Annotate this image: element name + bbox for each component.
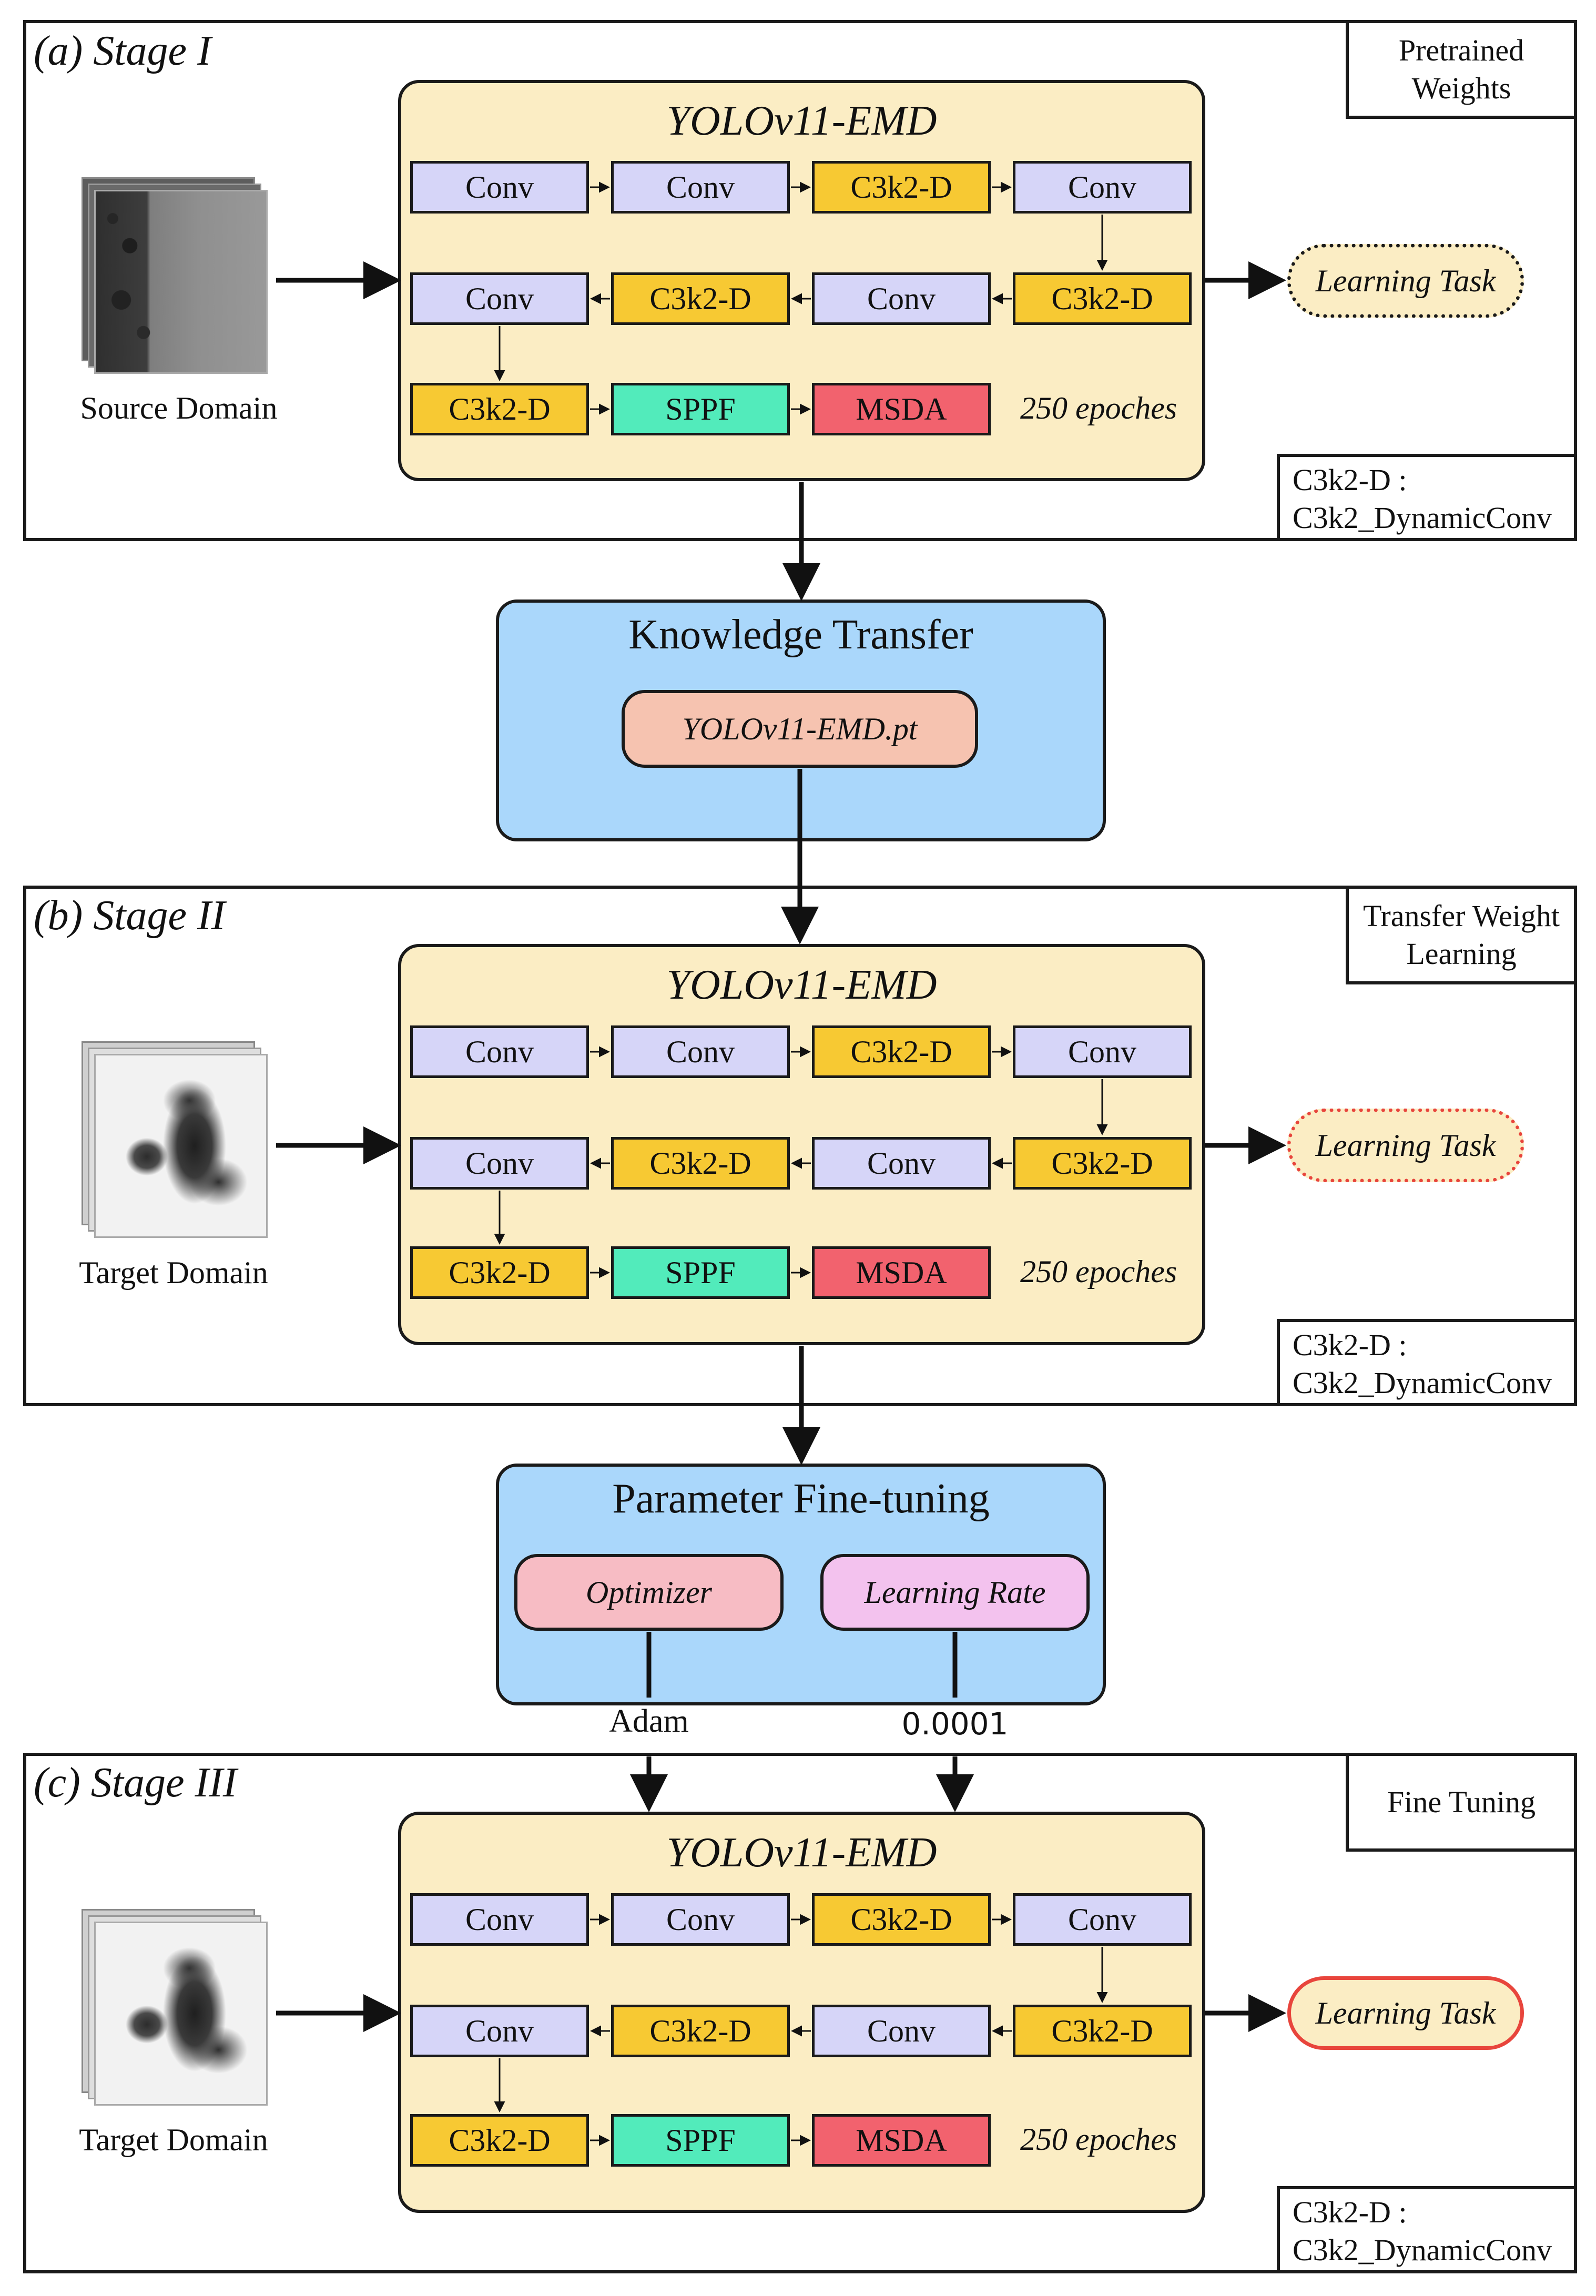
- stage-1-row1-block-1: Conv: [410, 161, 589, 214]
- stage-3-row2-block-1: Conv: [410, 2005, 589, 2057]
- stage-2-legend: C3k2-D : C3k2_DynamicConv: [1277, 1319, 1577, 1406]
- learning-rate-pill: Learning Rate: [820, 1554, 1090, 1631]
- stage-3-row1-block-4: Conv: [1013, 1893, 1192, 1946]
- optimizer-pill: Optimizer: [514, 1554, 784, 1631]
- stage-3-legend: C3k2-D : C3k2_DynamicConv: [1277, 2186, 1577, 2273]
- source-domain-image: [82, 177, 276, 377]
- stage-2-row2-block-2: C3k2-D: [611, 1137, 790, 1190]
- stage-2-tag: Transfer Weight Learning: [1346, 886, 1577, 984]
- stage-2-epochs: 250 epoches: [1020, 1254, 1177, 1289]
- learning-rate-value: 0.0001: [901, 1706, 1009, 1742]
- target-domain-label-stage-2: Target Domain: [79, 1255, 268, 1290]
- stage-2-row2-block-3: Conv: [812, 1137, 991, 1190]
- stage-2-title: (b) Stage II: [34, 892, 226, 939]
- optimizer-value: Adam: [609, 1703, 689, 1739]
- stage-2-row3-block-3: MSDA: [812, 1246, 991, 1299]
- weights-file-pill: YOLOv11-EMD.pt: [622, 690, 978, 768]
- stage-1-legend: C3k2-D : C3k2_DynamicConv: [1277, 454, 1577, 541]
- source-domain-label: Source Domain: [80, 391, 278, 425]
- stage-1-epochs: 250 epoches: [1020, 391, 1177, 425]
- stage-2-row1-block-4: Conv: [1013, 1025, 1192, 1078]
- stage-1-row1-block-3: C3k2-D: [812, 161, 991, 214]
- stage-3-row2-block-4: C3k2-D: [1013, 2005, 1192, 2057]
- stage-1-row3-block-1: C3k2-D: [410, 383, 589, 435]
- stage-1-row1-block-4: Conv: [1013, 161, 1192, 214]
- stage-3-title: (c) Stage III: [34, 1760, 237, 1806]
- stage-3-tag: Fine Tuning: [1346, 1753, 1577, 1852]
- legend-abbrev: C3k2-D :: [1293, 463, 1407, 497]
- stage-3-row1-block-2: Conv: [611, 1893, 790, 1946]
- stage-2-learning-task: Learning Task: [1287, 1109, 1524, 1182]
- stage-1-row2-block-2: C3k2-D: [611, 272, 790, 325]
- stage-1-row2-block-3: Conv: [812, 272, 991, 325]
- stage-1-row2-block-4: C3k2-D: [1013, 272, 1192, 325]
- legend-full-name: C3k2_DynamicConv: [1293, 1366, 1552, 1400]
- stage-3-row1-block-3: C3k2-D: [812, 1893, 991, 1946]
- stage-3-row1-block-1: Conv: [410, 1893, 589, 1946]
- stage-1-model-title: YOLOv11-EMD: [666, 98, 937, 144]
- stage-2-model-title: YOLOv11-EMD: [666, 962, 937, 1008]
- stage-1-row3-block-2: SPPF: [611, 383, 790, 435]
- stage-1-row3-block-3: MSDA: [812, 383, 991, 435]
- legend-full-name: C3k2_DynamicConv: [1293, 2233, 1552, 2267]
- legend-full-name: C3k2_DynamicConv: [1293, 501, 1552, 535]
- stage-2-row3-block-2: SPPF: [611, 1246, 790, 1299]
- stage-1-row2-block-1: Conv: [410, 272, 589, 325]
- fine-tuning-title: Parameter Fine-tuning: [612, 1476, 990, 1522]
- stage-3-learning-task: Learning Task: [1287, 1976, 1524, 2050]
- knowledge-transfer-title: Knowledge Transfer: [628, 612, 973, 658]
- stage-2-row2-block-4: C3k2-D: [1013, 1137, 1192, 1190]
- stage-3-row3-block-1: C3k2-D: [410, 2114, 589, 2167]
- stage-2-row1-block-1: Conv: [410, 1025, 589, 1078]
- target-domain-label-stage-3: Target Domain: [79, 2122, 268, 2157]
- stage-2-row1-block-3: C3k2-D: [812, 1025, 991, 1078]
- target-domain-image-stage-2: [82, 1041, 276, 1241]
- stage-3-epochs: 250 epoches: [1020, 2122, 1177, 2157]
- stage-3-row3-block-2: SPPF: [611, 2114, 790, 2167]
- stage-2-row3-block-1: C3k2-D: [410, 1246, 589, 1299]
- target-domain-image-stage-3: [82, 1909, 276, 2109]
- stage-2-row2-block-1: Conv: [410, 1137, 589, 1190]
- stage-2-row1-block-2: Conv: [611, 1025, 790, 1078]
- stage-3-row3-block-3: MSDA: [812, 2114, 991, 2167]
- stage-1-title: (a) Stage I: [34, 28, 211, 74]
- legend-abbrev: C3k2-D :: [1293, 2195, 1407, 2229]
- legend-abbrev: C3k2-D :: [1293, 1328, 1407, 1362]
- stage-3-model-title: YOLOv11-EMD: [666, 1830, 937, 1876]
- stage-1-tag: Pretrained Weights: [1346, 20, 1577, 119]
- stage-1-row1-block-2: Conv: [611, 161, 790, 214]
- stage-1-learning-task: Learning Task: [1287, 244, 1524, 318]
- stage-3-row2-block-3: Conv: [812, 2005, 991, 2057]
- stage-3-row2-block-2: C3k2-D: [611, 2005, 790, 2057]
